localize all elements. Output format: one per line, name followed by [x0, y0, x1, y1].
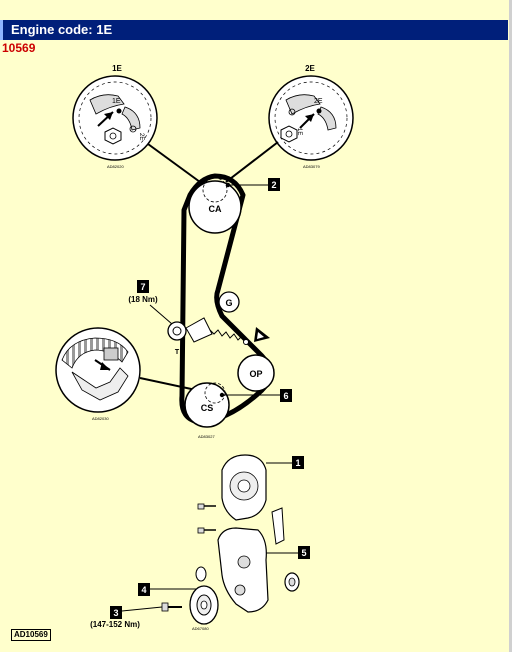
- ca-label: CA: [209, 204, 222, 214]
- t-label: T: [175, 349, 180, 356]
- window-edge: [509, 0, 512, 652]
- callout-4-number: 4: [141, 585, 146, 595]
- callout-7: 7 (18 Nm): [128, 280, 173, 325]
- callout-7-number: 7: [140, 282, 145, 292]
- left-mark-label: 1E: [112, 98, 121, 105]
- exploded-covers: 1 5 AD67080 4 3: [90, 454, 310, 631]
- right-mark-rot-label: 1E: [296, 128, 302, 135]
- g-label: G: [225, 298, 232, 308]
- figure-reference: AD10569: [11, 629, 51, 641]
- document-number: 10569: [2, 41, 36, 55]
- callout-7-note: (18 Nm): [128, 295, 158, 304]
- right-sprocket-title: 2E: [305, 64, 315, 73]
- callout-6: 6: [222, 389, 292, 402]
- left-sprocket-ref: AD82020: [107, 164, 124, 169]
- left-camshaft-sprocket-detail: 1E 1E 2E AD82020: [72, 64, 201, 183]
- page-title: Engine code: 1E: [11, 22, 113, 37]
- title-bar: Engine code: 1E: [0, 0, 512, 40]
- right-camshaft-sprocket-detail: 2E 2E 1E AD83079: [225, 64, 354, 183]
- callout-3-number: 3: [113, 608, 118, 618]
- callout-3-note: (147-152 Nm): [90, 620, 140, 629]
- callout-2-number: 2: [271, 180, 276, 190]
- op-label: OP: [249, 369, 262, 379]
- callout-6-number: 6: [283, 391, 288, 401]
- cover-bolts: [197, 503, 285, 545]
- callout-1-number: 1: [295, 458, 300, 468]
- callout-5-number: 5: [301, 548, 306, 558]
- timing-belt-routing: CA G OP CS AD83027 T: [167, 173, 275, 439]
- crankshaft-sprocket-detail: AD82030: [55, 327, 211, 421]
- crank-detail-ref: AD82030: [92, 416, 109, 421]
- cs-label: CS: [201, 403, 214, 413]
- covers-ref: AD67080: [192, 626, 209, 631]
- left-mark-rot-label: 2E: [138, 133, 144, 140]
- right-sprocket-ref: AD83079: [303, 164, 320, 169]
- left-sprocket-title: 1E: [112, 64, 122, 73]
- callout-2: 2: [228, 178, 280, 191]
- title-bar-strip: Engine code: 1E: [0, 20, 508, 40]
- right-mark-label: 2E: [314, 98, 323, 105]
- belt-diagram-ref: AD83027: [198, 434, 215, 439]
